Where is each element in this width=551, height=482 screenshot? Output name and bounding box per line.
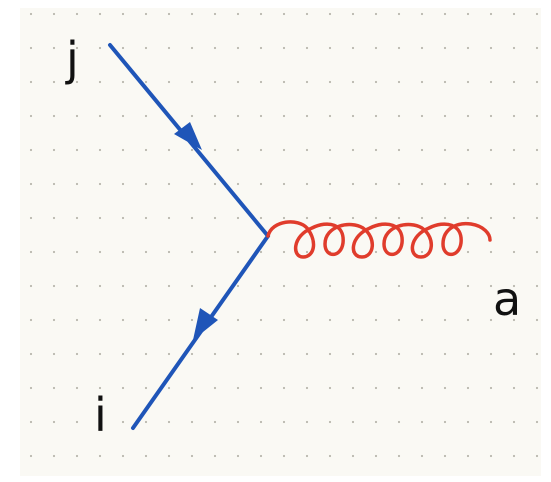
gluon-line-a: [266, 220, 492, 259]
quark-arrow-j: [174, 122, 202, 150]
dotted-grid: [20, 8, 541, 476]
label-a: a: [493, 272, 522, 326]
quark-arrow-i: [193, 308, 218, 340]
label-j: j: [66, 32, 79, 86]
label-i: i: [94, 388, 107, 442]
